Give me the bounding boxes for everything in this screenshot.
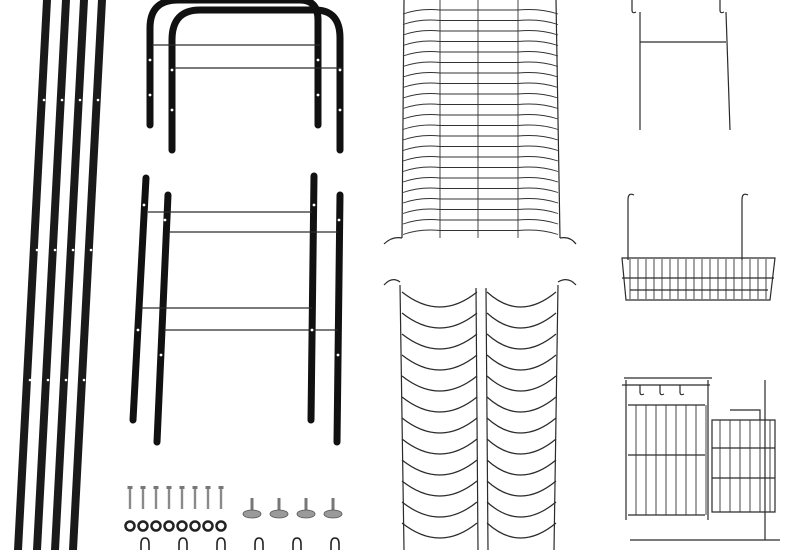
lower-frame-post-2 (153, 191, 172, 446)
leveling-foot (269, 498, 289, 519)
plate-rack-upper-tier (402, 156, 559, 162)
s-hook (330, 537, 340, 550)
plate-rack-upper-tier (402, 219, 559, 225)
plate-rack-upper-tier (402, 198, 559, 204)
screw (166, 486, 172, 509)
plate-rack-upper-tier (402, 208, 559, 214)
screws (127, 486, 224, 509)
screw (127, 486, 133, 509)
plate-rack-upper-tier (402, 177, 559, 183)
washers (124, 520, 227, 532)
plate-rack-lower-tier (401, 417, 557, 434)
washer (150, 520, 162, 532)
small-basket (621, 193, 776, 301)
washer (189, 520, 201, 532)
plate-rack-lower-tier (401, 522, 557, 539)
s-hooks (140, 537, 340, 550)
screw (179, 486, 185, 509)
plate-rack-upper-tier (402, 30, 559, 36)
utensil-holder-bars (635, 405, 771, 515)
screw (192, 486, 198, 509)
plate-rack-lower-tier (401, 333, 557, 350)
plate-rack-upper-tier (402, 40, 559, 46)
screw (205, 486, 211, 509)
washer (137, 520, 149, 532)
plate-rack-lower-tier (401, 312, 557, 329)
plate-rack-upper-tier (402, 19, 559, 25)
s-hook (216, 537, 226, 550)
lower-frame-post-1 (129, 174, 150, 424)
plate-rack-upper-tier (402, 51, 559, 57)
plate-rack-lower (383, 279, 577, 550)
leveling-foot (296, 498, 316, 519)
s-hook (178, 537, 188, 550)
small-basket-bars (629, 259, 767, 299)
leveling-foot (242, 498, 262, 519)
hardware (124, 486, 343, 550)
long-poles (14, 0, 106, 550)
plate-rack-upper-tier (402, 187, 559, 193)
plate-rack-lower-tier (401, 501, 557, 518)
washer (176, 520, 188, 532)
plate-rack-upper (383, 0, 577, 245)
screw (140, 486, 146, 509)
plate-rack-upper-tier (402, 229, 559, 235)
plate-rack-upper-tier (402, 114, 559, 120)
long-pole-3 (51, 0, 88, 550)
lower-frame-post-4 (333, 191, 344, 446)
plate-rack-upper-tier (402, 82, 559, 88)
plate-rack-upper-tier (402, 103, 559, 109)
plate-rack-lower-tier (401, 396, 557, 413)
plate-rack-lower-tier (401, 291, 557, 308)
leveling-feet (242, 498, 343, 519)
washer (215, 520, 227, 532)
lower-frame-sides (129, 172, 344, 446)
leveling-foot (323, 498, 343, 519)
long-pole-2 (33, 0, 70, 550)
utensil-holder (622, 377, 780, 541)
plate-rack-upper-tier (402, 135, 559, 141)
washer (124, 520, 136, 532)
plate-rack-upper-tier (402, 124, 559, 130)
washer (163, 520, 175, 532)
plate-rack-lower-tier (401, 354, 557, 371)
plate-rack-lower-tiers (401, 291, 557, 539)
long-pole-1 (14, 0, 51, 550)
plate-rack-upper-tier (402, 166, 559, 172)
plate-rack-upper-tier (402, 9, 559, 15)
s-hook (292, 537, 302, 550)
long-pole-4 (69, 0, 106, 550)
washer (202, 520, 214, 532)
s-hook (254, 537, 264, 550)
plate-rack-lower-tier (401, 459, 557, 476)
s-hook (140, 537, 150, 550)
plate-rack-upper-tier (402, 72, 559, 78)
screw (153, 486, 159, 509)
plate-rack-lower-tier (401, 480, 557, 497)
hanging-bracket (631, 0, 731, 131)
plate-rack-upper-tier (402, 61, 559, 67)
lower-frame-post-3 (307, 172, 318, 424)
screw (218, 486, 224, 509)
plate-rack-upper-tier (402, 145, 559, 151)
plate-rack-lower-tier (401, 438, 557, 455)
plate-rack-upper-tier (402, 93, 559, 99)
top-frame-arches (146, 0, 344, 154)
top-arch-front (168, 6, 344, 154)
plate-rack-lower-tier (401, 375, 557, 392)
plate-rack-upper-tiers (402, 9, 559, 235)
